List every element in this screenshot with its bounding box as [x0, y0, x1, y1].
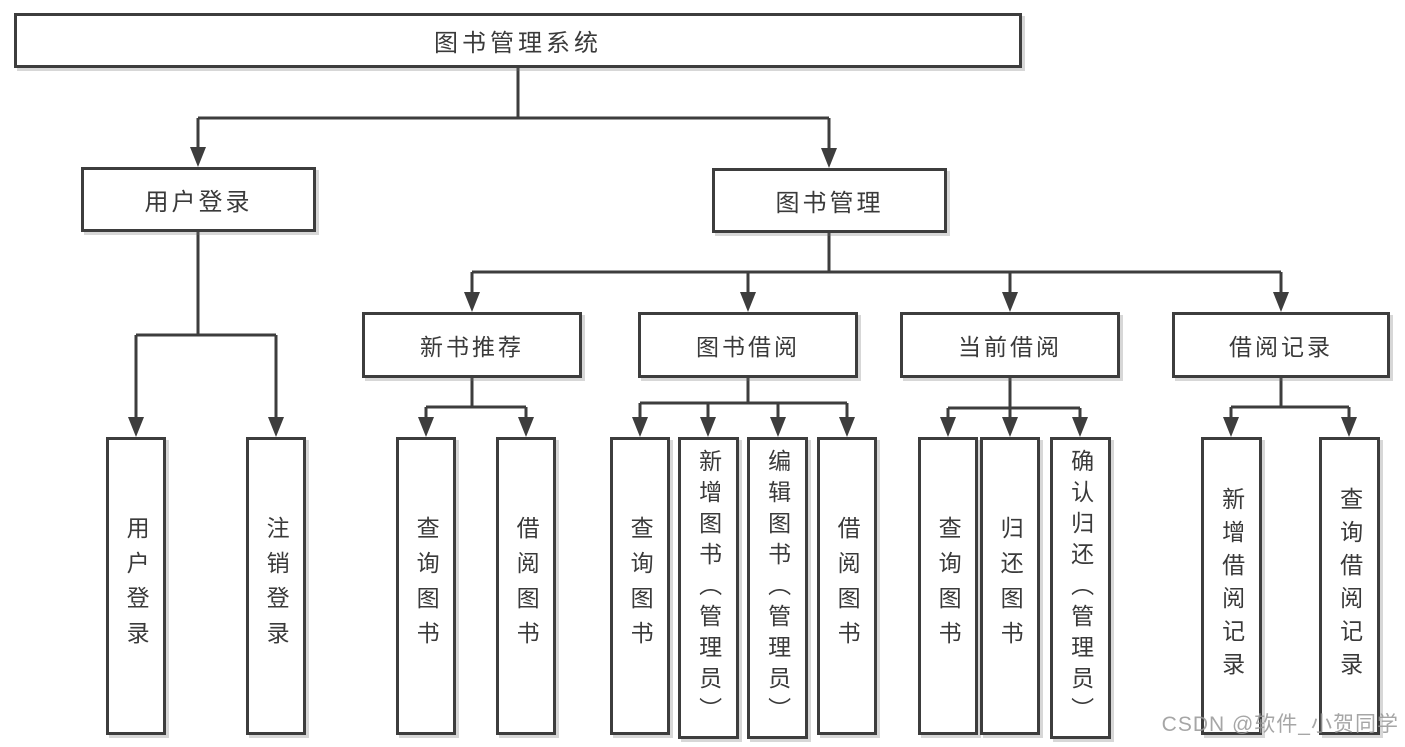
leaf-confirm-return-admin: 确认归还（管理员） — [1050, 437, 1111, 739]
node-new-book-recommend: 新书推荐 — [362, 312, 582, 378]
leaf-user-login: 用户登录 — [106, 437, 166, 735]
leaf-borrow-books-borrow: 借阅图书 — [817, 437, 877, 735]
node-user-login-label: 用户登录 — [144, 189, 253, 216]
leaf-return-book: 归还图书 — [980, 437, 1040, 735]
node-root-label: 图书管理系统 — [434, 30, 602, 57]
leaf-query-borrow-record: 查询借阅记录 — [1319, 437, 1380, 735]
node-new-book-recommend-label: 新书推荐 — [420, 334, 524, 360]
leaf-query-books-current: 查询图书 — [918, 437, 978, 735]
node-current-borrow-label: 当前借阅 — [958, 334, 1062, 360]
leaf-query-books-borrow: 查询图书 — [610, 437, 670, 735]
node-user-login: 用户登录 — [81, 167, 316, 232]
node-book-borrow-label: 图书借阅 — [696, 334, 800, 360]
node-book-management: 图书管理 — [712, 168, 947, 233]
leaf-edit-book-admin: 编辑图书（管理员） — [747, 437, 808, 739]
leaf-borrow-books-recommend: 借阅图书 — [496, 437, 556, 735]
node-book-borrow: 图书借阅 — [638, 312, 858, 378]
node-current-borrow: 当前借阅 — [900, 312, 1120, 378]
node-root: 图书管理系统 — [14, 13, 1022, 68]
csdn-watermark: CSDN @软件_小贺同学 — [1161, 713, 1399, 736]
leaf-add-borrow-record: 新增借阅记录 — [1201, 437, 1262, 735]
leaf-query-books-recommend: 查询图书 — [396, 437, 456, 735]
node-borrow-records: 借阅记录 — [1172, 312, 1390, 378]
node-book-management-label: 图书管理 — [775, 190, 884, 217]
leaf-logout: 注销登录 — [246, 437, 306, 735]
node-borrow-records-label: 借阅记录 — [1229, 334, 1333, 360]
leaf-add-book-admin: 新增图书（管理员） — [678, 437, 739, 739]
